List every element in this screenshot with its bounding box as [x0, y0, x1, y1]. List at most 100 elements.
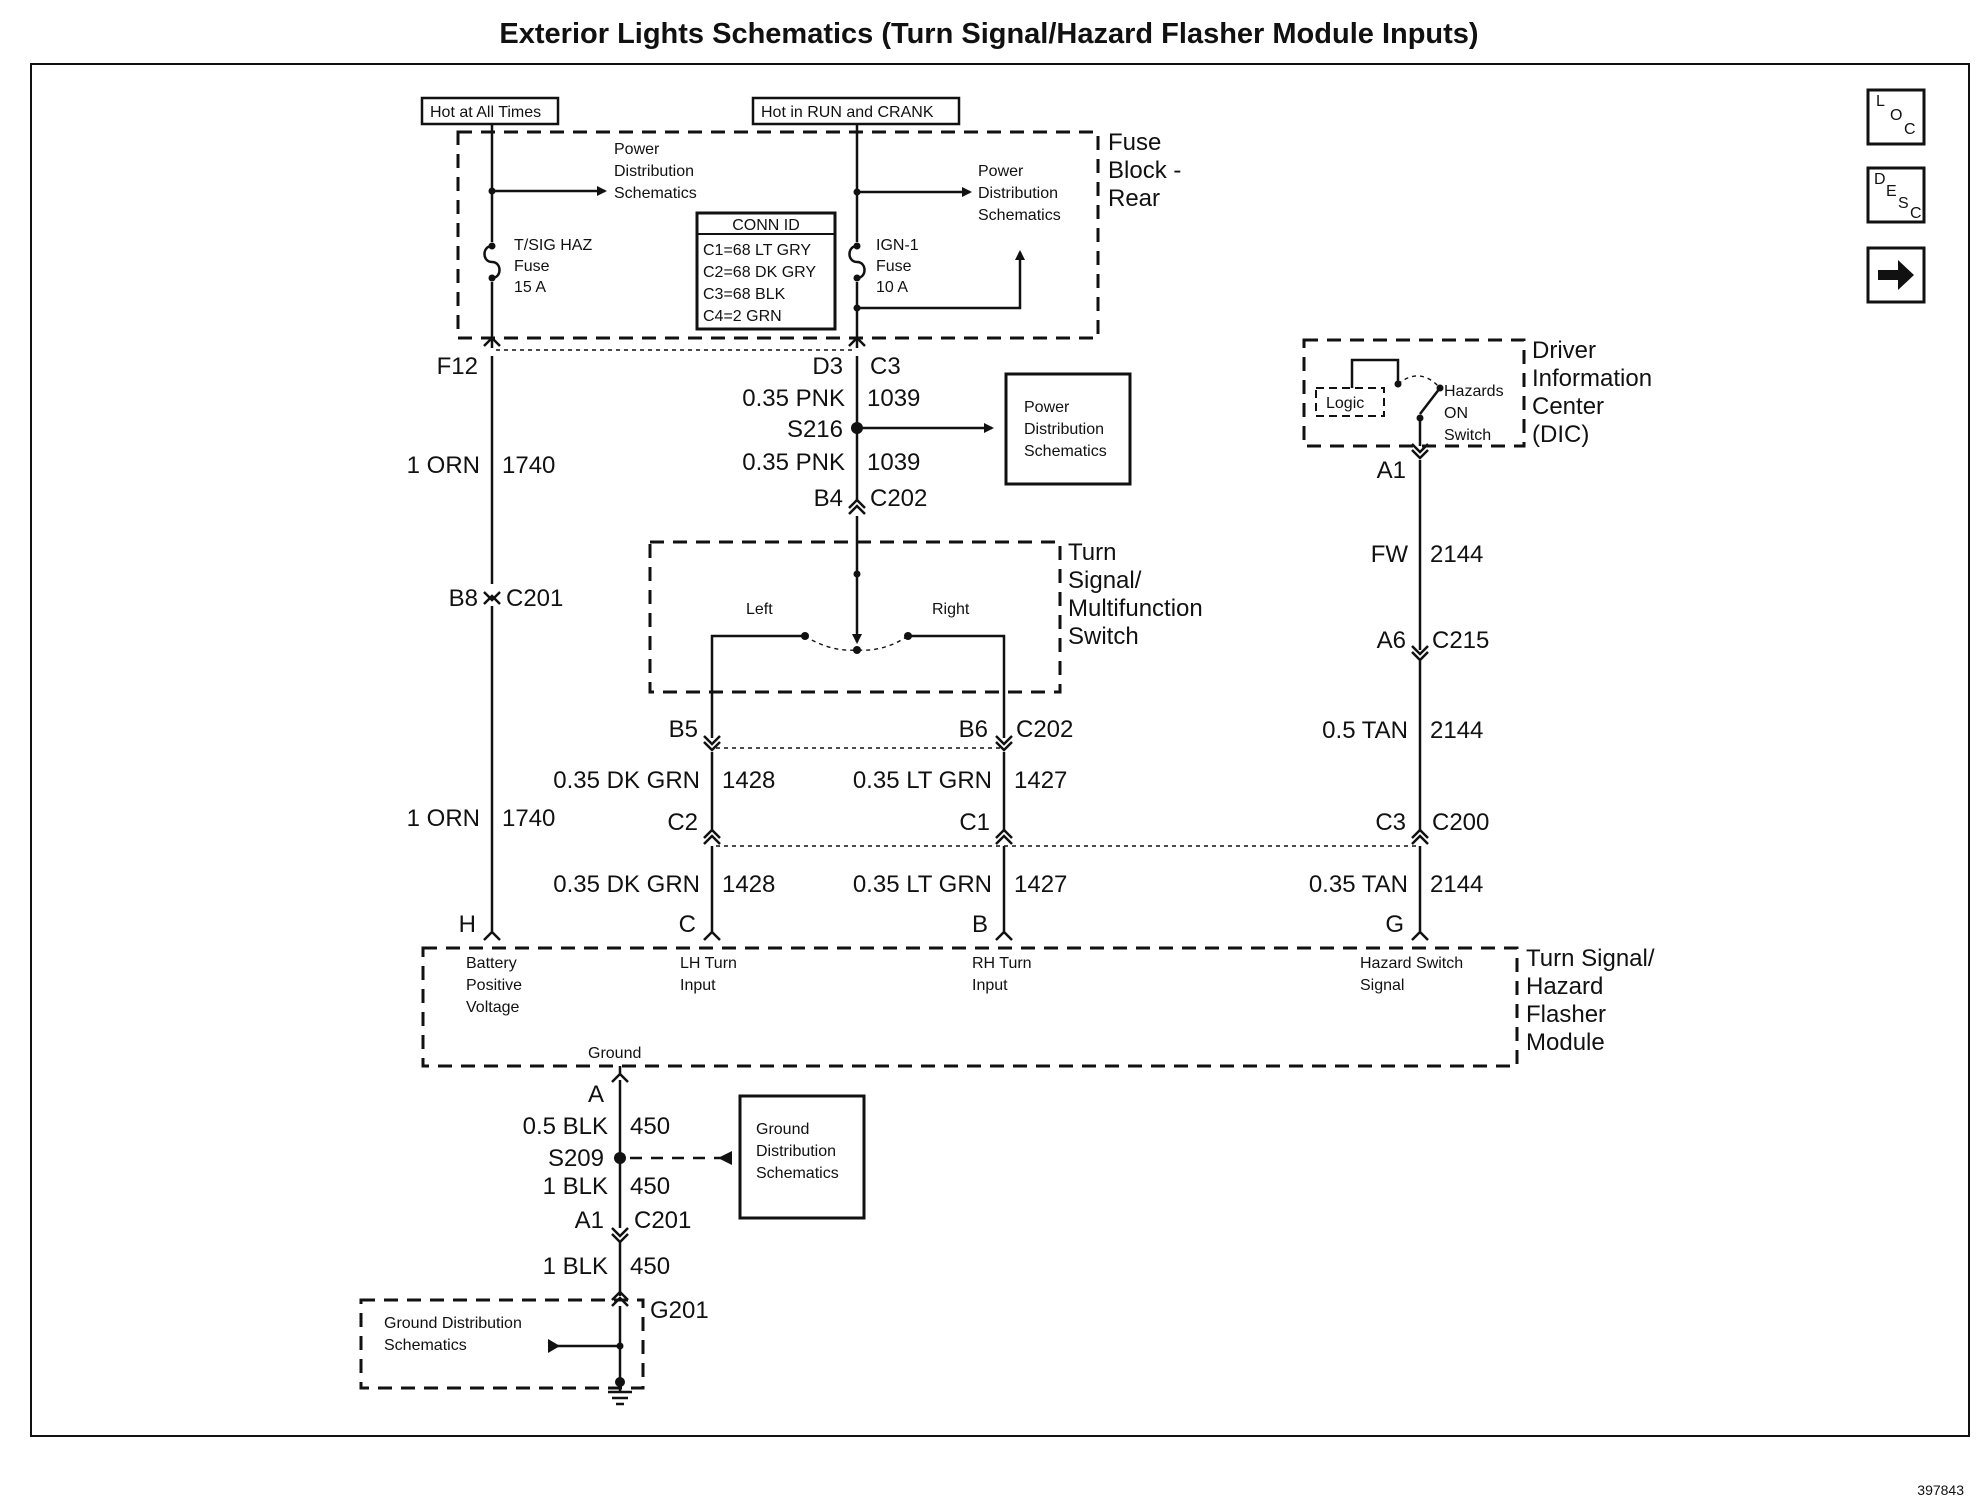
center-branch-1039: D3 C3 0.35 PNK 1039 S216 0.35 PNK 1039 B…	[742, 336, 1132, 644]
g201-label: G201	[650, 1297, 709, 1324]
conn-id-table: CONN ID C1=68 LT GRY C2=68 DK GRY C3=68 …	[695, 211, 837, 331]
c3-label: C3	[870, 353, 901, 380]
pd-right-line1: Power	[978, 163, 1024, 180]
turn-signal-hazard-flasher-module: Turn Signal/ Hazard Flasher Module Batte…	[421, 945, 1655, 1068]
rh-input-line2: Input	[972, 977, 1008, 994]
hot-in-run-crank-label: Hot in RUN and CRANK	[761, 104, 934, 121]
diagram-frame	[30, 63, 1970, 1437]
desc-letter-d: D	[1874, 171, 1886, 188]
fuse-block-rear: Fuse Block - Rear Hot at All Times Hot i…	[420, 96, 1181, 340]
dic-c3-label: C3	[1375, 809, 1406, 836]
dic-wire1-circuit: 2144	[1430, 541, 1483, 568]
lh-wire2-circuit: 1428	[722, 871, 775, 898]
power-distribution-box	[1004, 372, 1132, 486]
center-wire1-color: 0.35 PNK	[742, 385, 845, 412]
fuse-left-line1: T/SIG HAZ	[514, 237, 592, 254]
dic-wire3-circuit: 2144	[1430, 871, 1483, 898]
turn-signal-multifunction-switch: Turn Signal/ Multifunction Switch Left R…	[648, 539, 1203, 738]
gd-box-line1: Ground	[756, 1121, 809, 1138]
hazard-signal-line1: Hazard Switch	[1360, 955, 1463, 972]
rh-wire1-circuit: 1427	[1014, 767, 1067, 794]
ground-wire2-circuit: 450	[630, 1173, 670, 1200]
loc-letter-l: L	[1876, 93, 1885, 110]
ground-symbol-icon	[608, 1382, 632, 1406]
c215-label: C215	[1432, 627, 1489, 654]
ground-wire2-color: 1 BLK	[543, 1173, 608, 1200]
fuse-block-name-line3: Rear	[1108, 185, 1160, 212]
page-title: Exterior Lights Schematics (Turn Signal/…	[499, 18, 1479, 50]
loc-button[interactable]: L O C	[1866, 88, 1926, 146]
fuse-right-icon	[848, 244, 866, 280]
battery-line2: Positive	[466, 977, 522, 994]
switch-left-label: Left	[746, 601, 773, 618]
battery-line1: Battery	[466, 955, 517, 972]
ground-branch-450: A 0.5 BLK 450 S209 1 BLK 450 A1 C201 1 B…	[359, 1066, 866, 1406]
dic-switch-line2: ON	[1444, 405, 1468, 422]
ground-wire3-color: 1 BLK	[543, 1253, 608, 1280]
conn-id-row-4: C4=2 GRN	[703, 308, 782, 325]
c1-label: C1	[959, 809, 990, 836]
switch-name-line4: Switch	[1068, 623, 1139, 650]
b4-label: B4	[814, 485, 843, 512]
conn-id-row-3: C3=68 BLK	[703, 286, 786, 303]
pd-box-line3: Schematics	[1024, 443, 1107, 460]
logic-box	[1315, 387, 1385, 417]
center-wire1-circuit: 1039	[867, 385, 920, 412]
lh-wire1-color: 0.35 DK GRN	[553, 767, 700, 794]
hazard-signal-line2: Signal	[1360, 977, 1404, 994]
center-wire2-circuit: 1039	[867, 449, 920, 476]
gd-box-line3: Schematics	[756, 1165, 839, 1182]
pd-left-line1: Power	[614, 141, 660, 158]
fuse-left-line2: Fuse	[514, 258, 550, 275]
rh-input-line1: RH Turn	[972, 955, 1032, 972]
pd-box-line1: Power	[1024, 399, 1070, 416]
f12-label: F12	[437, 353, 478, 380]
lh-wire2-color: 0.35 DK GRN	[553, 871, 700, 898]
next-button[interactable]	[1866, 246, 1926, 304]
left-wire1-circuit: 1740	[502, 452, 555, 479]
module-name-line4: Module	[1526, 1029, 1605, 1056]
desc-button[interactable]: D E S C	[1866, 166, 1926, 224]
ground-distribution-box	[738, 1094, 866, 1220]
s216-label: S216	[787, 416, 843, 443]
d3-label: D3	[812, 353, 843, 380]
conn-id-row-1: C1=68 LT GRY	[703, 242, 811, 259]
c200-label: C200	[1432, 809, 1489, 836]
fuse-block-name-line2: Block -	[1108, 157, 1181, 184]
ground-a-label: A	[588, 1081, 604, 1108]
hot-at-all-times-label: Hot at All Times	[430, 104, 541, 121]
pd-right-line3: Schematics	[978, 207, 1061, 224]
ground-c201-label: C201	[634, 1207, 691, 1234]
b6-label: B6	[959, 716, 988, 743]
logic-label: Logic	[1326, 395, 1364, 412]
ground-wire3-circuit: 450	[630, 1253, 670, 1280]
c202-bottom-label: C202	[1016, 716, 1073, 743]
c202-top-label: C202	[870, 485, 927, 512]
b8-label: B8	[449, 585, 478, 612]
ground-a1-label: A1	[575, 1207, 604, 1234]
dic-wire1-color: FW	[1371, 541, 1409, 568]
desc-letter-e: E	[1886, 183, 1897, 200]
c2-label: C2	[667, 809, 698, 836]
lh-input-line2: Input	[680, 977, 716, 994]
module-name-line3: Flasher	[1526, 1001, 1606, 1028]
left-wire2-color: 1 ORN	[407, 805, 480, 832]
gd-dashed-line1: Ground Distribution	[384, 1315, 522, 1332]
pd-box-line2: Distribution	[1024, 421, 1104, 438]
left-wire2-circuit: 1740	[502, 805, 555, 832]
module-ground-label: Ground	[588, 1045, 641, 1062]
dic-wire2-color: 0.5 TAN	[1322, 717, 1408, 744]
conn-id-title: CONN ID	[732, 217, 800, 234]
fuse-block-name-line1: Fuse	[1108, 129, 1161, 156]
battery-line3: Voltage	[466, 999, 519, 1016]
lh-input-line1: LH Turn	[680, 955, 737, 972]
fuse-right-line2: Fuse	[876, 258, 912, 275]
dic-name-line3: Center	[1532, 393, 1604, 420]
dic-a1-label: A1	[1377, 457, 1406, 484]
left-branch-1740: F12 1 ORN 1740 B8 C201 1 ORN 1740 H	[407, 336, 563, 941]
dic-wire3-color: 0.35 TAN	[1309, 871, 1408, 898]
lh-branch-1428: B5 0.35 DK GRN 1428 C2 0.35 DK GRN 1428 …	[553, 716, 775, 941]
fuse-right-line1: IGN-1	[876, 237, 919, 254]
b5-label: B5	[669, 716, 698, 743]
